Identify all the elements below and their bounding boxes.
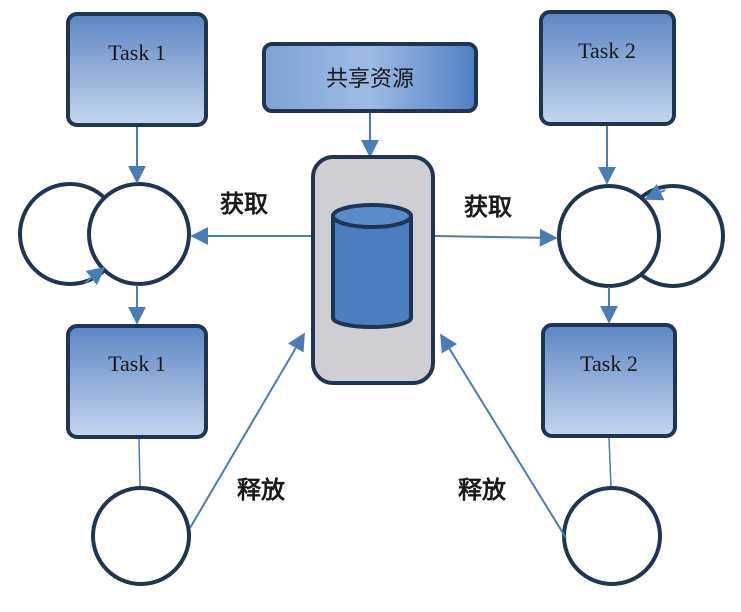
- task2-top-box: Task 2: [539, 10, 676, 126]
- connector-task1-to-release-circle: [138, 438, 141, 487]
- right-front-circle: [557, 184, 661, 288]
- left-front-circle: [87, 182, 191, 286]
- task1-top-label: Task 1: [108, 40, 166, 65]
- left-loop-arrow: [84, 266, 106, 286]
- database-cylinder-icon: [331, 203, 413, 329]
- right-release-circle: [562, 486, 662, 586]
- task2-bottom-label: Task 2: [580, 351, 638, 376]
- acquire-right-label: 获取: [464, 193, 512, 221]
- task1-top-box: Task 1: [66, 12, 208, 127]
- release-left-arrow: [189, 332, 305, 529]
- release-left-label: 释放: [237, 476, 286, 504]
- task1-bottom-box: Task 1: [66, 324, 208, 439]
- acquire-left-label: 获取: [220, 190, 268, 218]
- task2-top-label: Task 2: [578, 38, 636, 63]
- acquire-right-arrow: [434, 228, 558, 247]
- task2-bottom-box: Task 2: [541, 323, 677, 438]
- right-loop-arrow: [644, 183, 666, 201]
- release-right-arrow: [440, 333, 567, 539]
- connector-task2-to-release-circle: [608, 437, 612, 488]
- shared-resource-box: 共享资源: [262, 42, 478, 113]
- left-release-circle: [91, 486, 191, 586]
- shared-resource-label: 共享资源: [326, 67, 414, 92]
- release-right-label: 释放: [458, 476, 507, 504]
- task1-bottom-label: Task 1: [108, 351, 166, 376]
